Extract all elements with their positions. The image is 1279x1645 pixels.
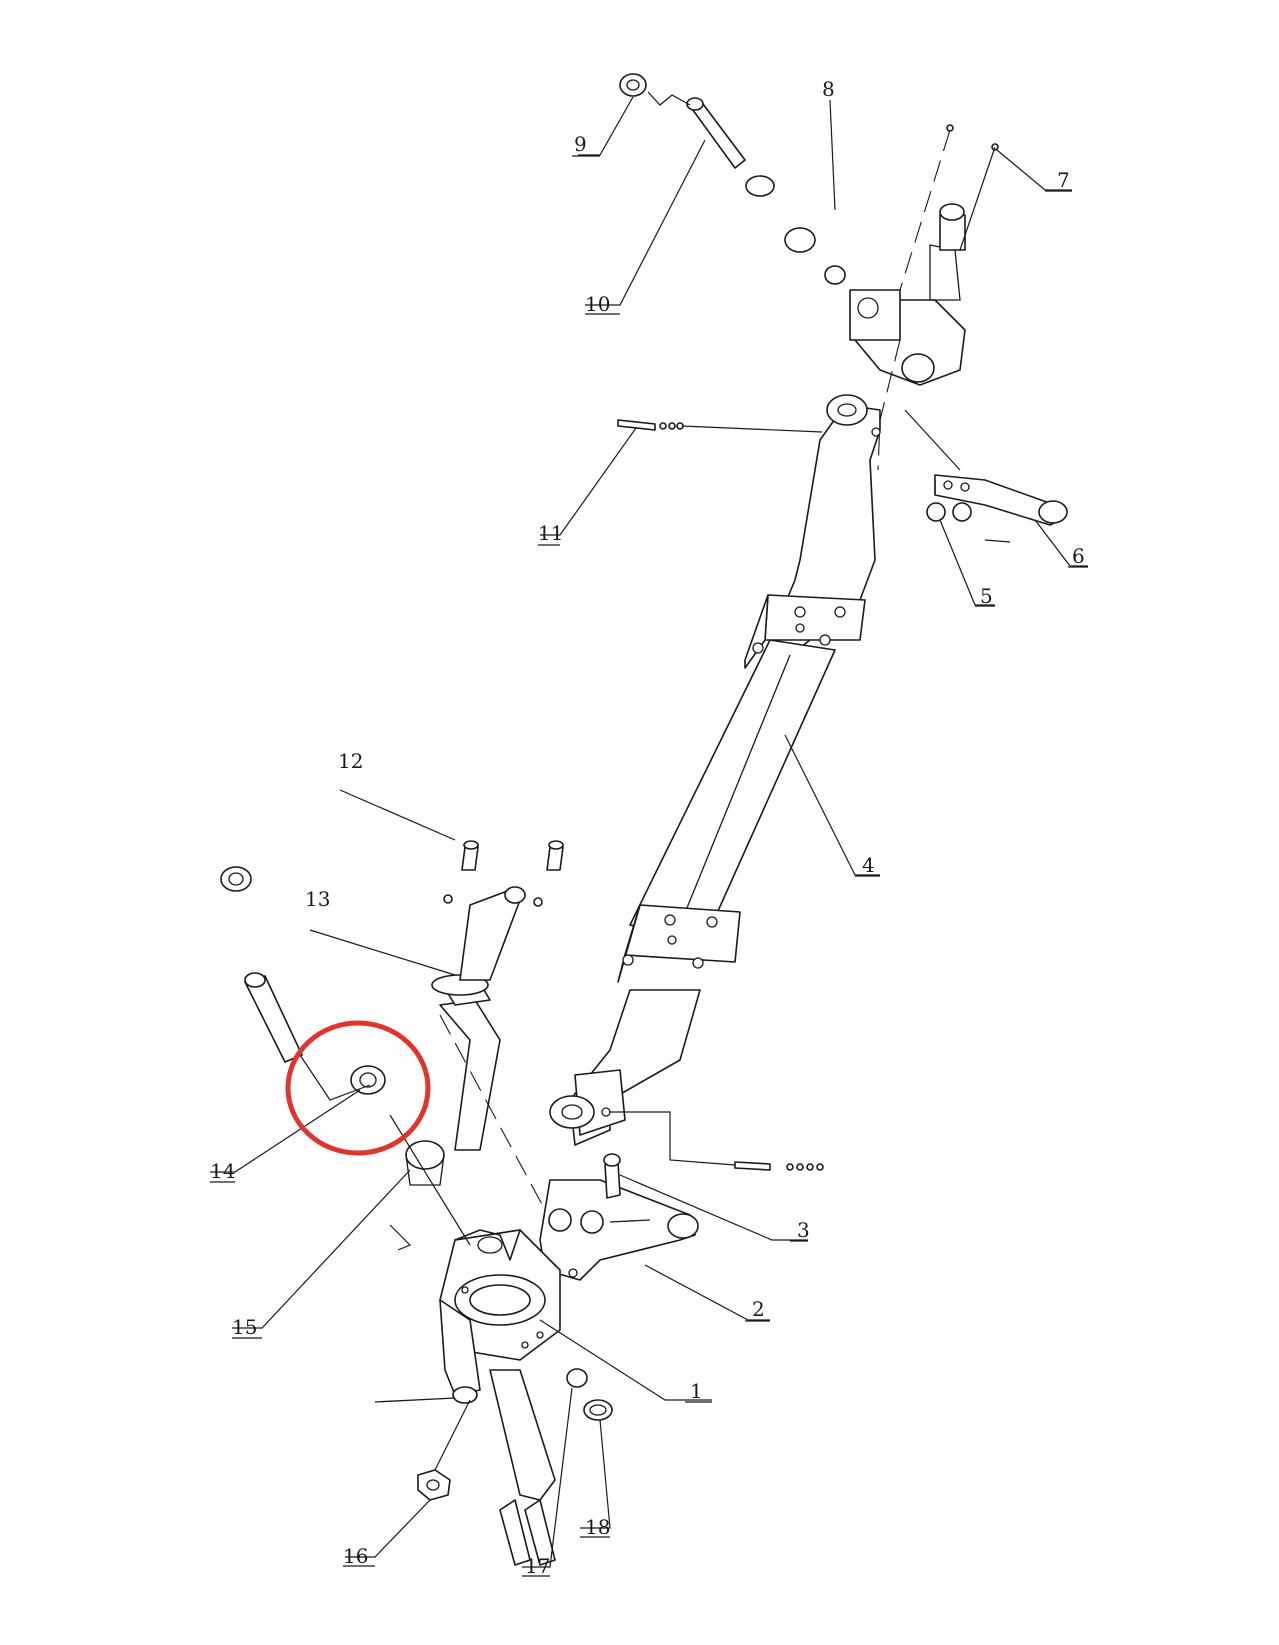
lower-axis-line: [439, 1014, 546, 1211]
upper-steering-arm: [904, 409, 1068, 526]
upper-axis-line-2: [877, 339, 901, 471]
label-8: 8: [822, 77, 835, 101]
lower-nut-pair: [548, 1153, 651, 1234]
cap-18: [583, 1399, 613, 1421]
lower-tie-pin: [610, 1111, 824, 1171]
lower-bracket: [431, 886, 526, 1151]
bushing-14: [350, 1065, 386, 1095]
leader-lines: [210, 91, 1088, 1568]
cap-17: [566, 1368, 588, 1388]
nut-16: [417, 1469, 451, 1501]
axle-beam: [549, 394, 881, 1146]
label-15: 15: [232, 1315, 257, 1339]
label-5: 5: [980, 584, 993, 608]
label-1: 1: [690, 1379, 703, 1403]
bushing-15: [405, 1140, 445, 1186]
label-3: 3: [797, 1218, 810, 1242]
label-12: 12: [338, 749, 363, 773]
label-6: 6: [1072, 544, 1085, 568]
label-9: 9: [574, 132, 587, 156]
label-7: 7: [1057, 168, 1070, 192]
upper-kingpin: [619, 73, 846, 285]
label-13: 13: [305, 887, 330, 911]
label-11: 11: [538, 521, 563, 545]
upper-tie-pin: [617, 419, 684, 431]
lower-steering-arm: [539, 1179, 699, 1331]
label-14: 14: [210, 1159, 235, 1183]
upper-steering-knuckle: [849, 203, 966, 386]
lower-steering-knuckle: [439, 1229, 561, 1396]
spindle: [374, 1369, 556, 1566]
label-10: 10: [585, 292, 610, 316]
label-4: 4: [862, 853, 875, 877]
label-17: 17: [525, 1554, 550, 1578]
part-labels: 1 2 3 4 5 6 7 8 9 10 11 12 13 14 15 16 1…: [210, 77, 1088, 1578]
highlight-circle: [285, 1020, 431, 1156]
upper-axis-line: [899, 129, 951, 291]
lower-kingpin: [220, 866, 303, 1063]
label-16: 16: [343, 1544, 368, 1568]
bolt-pair: [443, 840, 564, 907]
upper-nut-pair: [926, 502, 1011, 543]
label-2: 2: [752, 1297, 765, 1321]
label-18: 18: [585, 1515, 610, 1539]
